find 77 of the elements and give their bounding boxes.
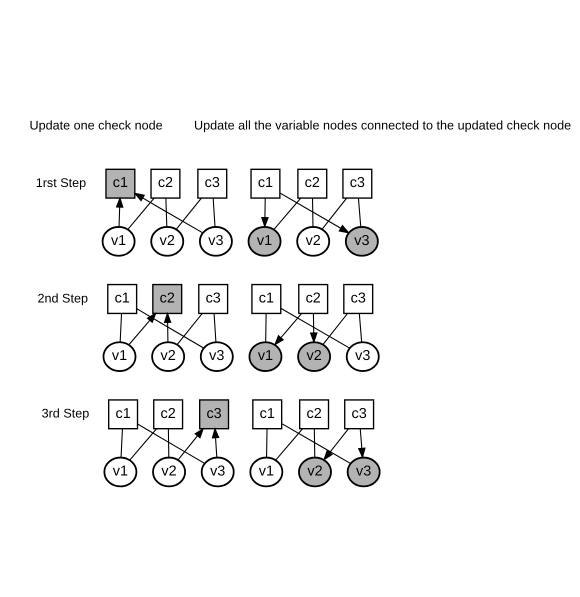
connector (274, 197, 302, 230)
connector (128, 197, 155, 230)
node-box: c3 (344, 398, 374, 429)
node-box: c3 (199, 398, 230, 429)
node-box: c2 (153, 398, 184, 429)
node-box: c1 (252, 398, 282, 429)
connector (322, 312, 348, 344)
connector (165, 198, 168, 226)
node-box: c2 (297, 168, 328, 198)
connector (312, 198, 314, 226)
node-box: c1 (250, 168, 281, 198)
arrow (212, 426, 220, 457)
node-ellipse: v1 (248, 340, 282, 372)
node-box: c2 (152, 283, 182, 314)
node-box: c2 (298, 283, 328, 314)
connector (282, 422, 351, 464)
arrow (128, 312, 157, 344)
node-ellipse: v3 (344, 226, 379, 256)
connector (130, 428, 157, 460)
node-ellipse: v2 (297, 340, 332, 372)
connector (120, 312, 122, 342)
arrow (358, 428, 366, 458)
node-box: c1 (108, 398, 138, 429)
connector (275, 428, 303, 460)
node-ellipse: v3 (346, 340, 380, 372)
connector (212, 198, 216, 226)
node-ellipse: v1 (103, 456, 138, 487)
label: Update all the variable nodes connected to the updated check node (194, 118, 572, 132)
node-box: c3 (197, 168, 228, 198)
arrow (310, 312, 318, 344)
arrow (164, 311, 172, 342)
connector (136, 308, 204, 348)
connector (280, 307, 350, 348)
node-ellipse: v2 (151, 340, 186, 372)
arrow (280, 192, 350, 234)
node-ellipse: v1 (102, 226, 136, 256)
connector (168, 428, 170, 457)
node-ellipse: v3 (346, 456, 381, 487)
node-box: c2 (299, 398, 330, 429)
connector (266, 428, 268, 457)
node-ellipse: v2 (150, 226, 184, 256)
node-ellipse: v2 (152, 456, 186, 487)
arrow (323, 428, 349, 460)
label: 3rd Step (42, 406, 90, 420)
node-ellipse: v3 (200, 340, 234, 372)
node-box: c3 (342, 168, 372, 198)
node-ellipse: v1 (102, 340, 136, 372)
arrow (178, 426, 204, 460)
arrow (116, 196, 124, 226)
connector (265, 312, 267, 342)
connector (120, 428, 123, 457)
connector (137, 423, 205, 464)
node-ellipse: v1 (249, 456, 284, 487)
node-box: c1 (107, 283, 138, 314)
node-box: c2 (150, 168, 181, 198)
node-ellipse: v3 (198, 226, 233, 256)
connector (322, 197, 348, 229)
connector (358, 198, 362, 226)
node-box: c1 (105, 168, 136, 198)
arrow (134, 192, 203, 233)
node-box: c3 (198, 283, 228, 314)
connector (214, 312, 216, 342)
label: Update one check node (29, 118, 163, 132)
connector (314, 428, 316, 457)
connector (176, 312, 203, 344)
node-ellipse: v2 (298, 456, 332, 487)
node-ellipse: v3 (200, 456, 235, 487)
arrow (274, 312, 302, 346)
label: 2nd Step (37, 290, 88, 305)
node-ellipse: v2 (296, 226, 330, 256)
node-box: c1 (251, 283, 282, 314)
label: 1rst Step (36, 176, 86, 190)
node-box: c3 (343, 283, 374, 314)
connector (358, 312, 362, 342)
connector (176, 197, 202, 230)
arrow (261, 198, 269, 228)
node-ellipse: v1 (248, 226, 282, 256)
